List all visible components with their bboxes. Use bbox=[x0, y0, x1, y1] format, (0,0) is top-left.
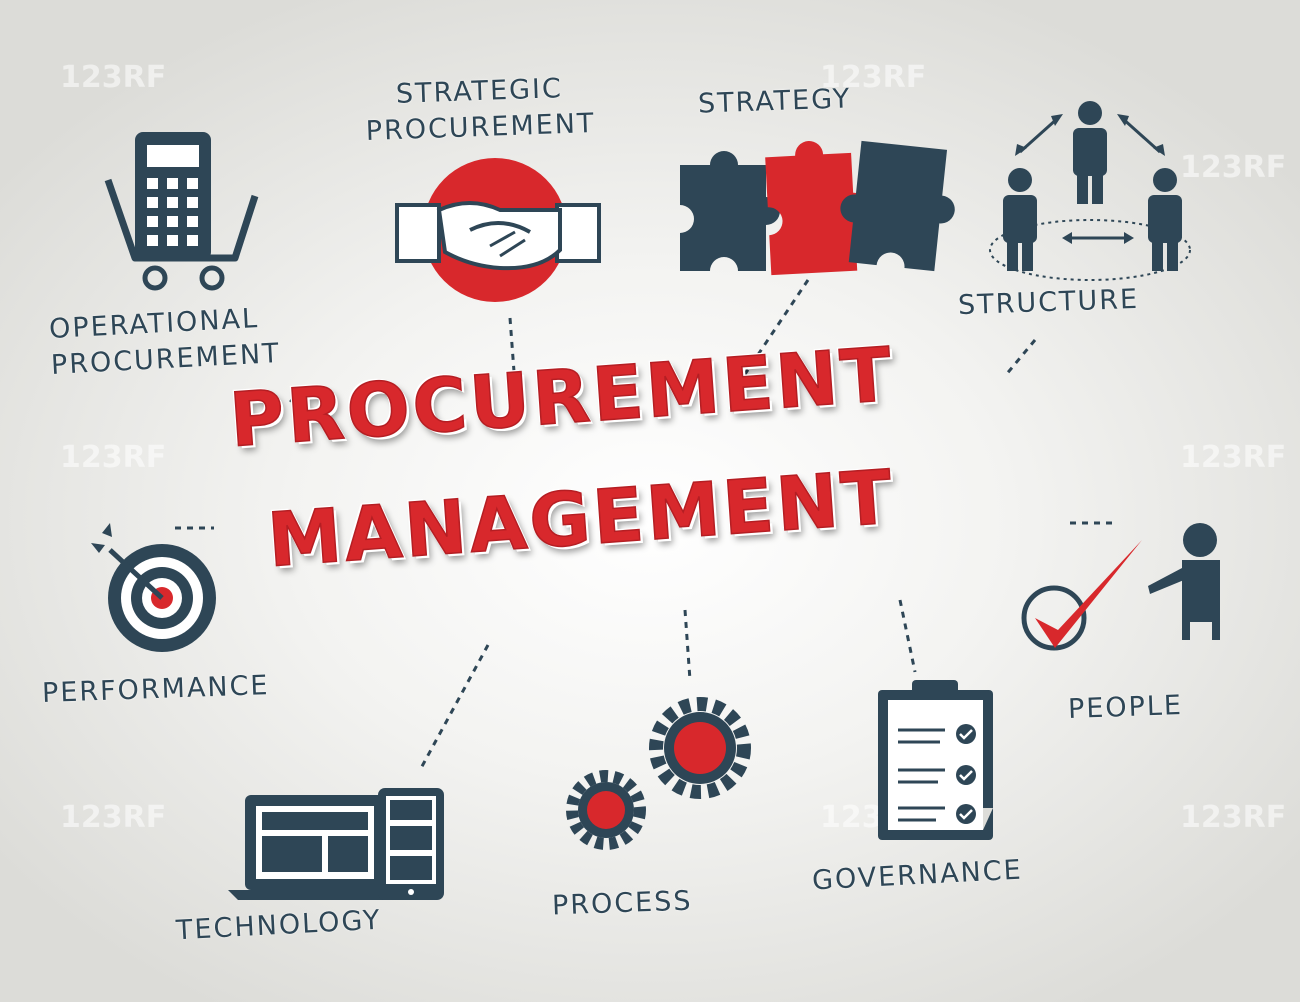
connector-technology bbox=[418, 644, 490, 771]
structure-label: STRUCTURE bbox=[957, 283, 1140, 322]
connector-lines bbox=[175, 279, 1112, 771]
strategic-procurement-label: STRATEGIC PROCUREMENT bbox=[339, 69, 621, 151]
connector-process bbox=[683, 609, 692, 681]
person-checkmark-icon bbox=[1021, 523, 1220, 651]
operational-procurement-label: OPERATIONAL PROCUREMENT bbox=[48, 300, 281, 384]
watermark: 123RF bbox=[60, 800, 167, 835]
calculator-cart-icon bbox=[104, 132, 259, 291]
connector-structure bbox=[1003, 339, 1037, 377]
laptop-tablet-icon bbox=[228, 788, 444, 900]
watermark: 123RF bbox=[60, 440, 167, 475]
process-label: PROCESS bbox=[551, 885, 693, 922]
watermark: 123RF bbox=[60, 60, 167, 95]
clipboard-icon bbox=[878, 680, 993, 840]
watermark: 123RF bbox=[1180, 440, 1287, 475]
connector-governance bbox=[898, 599, 917, 673]
watermark: 123RF bbox=[820, 60, 927, 95]
handshake-icon bbox=[395, 158, 601, 302]
puzzle-icon bbox=[680, 140, 955, 276]
strategy-label: STRATEGY bbox=[697, 83, 852, 120]
watermark: 123RF bbox=[1180, 800, 1287, 835]
org-structure-icon bbox=[989, 101, 1191, 281]
gears-icon bbox=[566, 697, 751, 850]
target-icon bbox=[91, 523, 216, 652]
watermark: 123RF bbox=[1180, 150, 1287, 185]
people-label: PEOPLE bbox=[1067, 690, 1184, 725]
connector-strategy bbox=[731, 279, 810, 393]
